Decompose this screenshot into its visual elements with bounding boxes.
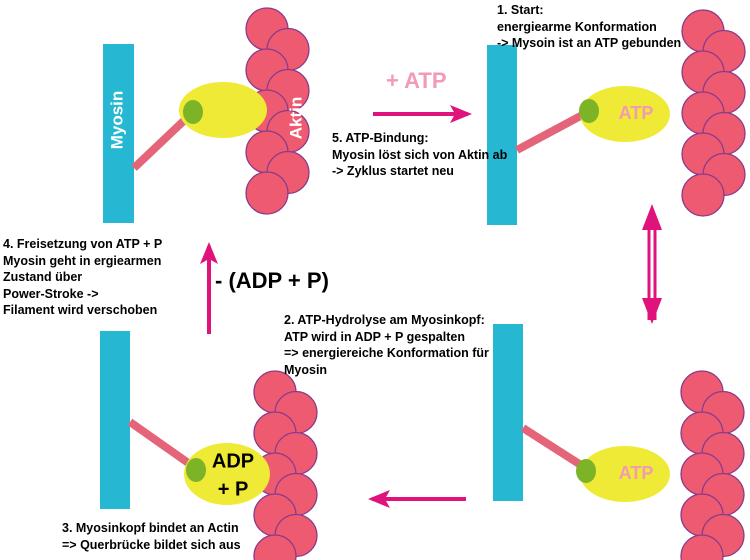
panel4-lever-arm xyxy=(127,418,197,471)
step2-line: => energiereiche Konformation für xyxy=(284,346,489,360)
panel1-myosin-filament xyxy=(103,44,134,223)
actin-filament-panel3 xyxy=(680,370,745,560)
step3-text: 3. Myosinkopf bindet an Actin => Querbrü… xyxy=(62,520,241,553)
step5-text: 5. ATP-Bindung: Myosin löst sich von Akt… xyxy=(332,130,507,180)
panel1-neck-domain xyxy=(183,100,203,124)
step4-line: Filament wird verschoben xyxy=(3,303,158,317)
panel4-neck-domain xyxy=(186,458,206,482)
panel2-myosin-head xyxy=(580,86,670,142)
step4-line: Power-Stroke -> xyxy=(3,286,99,301)
actin-label: Aktin xyxy=(286,97,305,140)
actin-filament-panel2 xyxy=(681,9,746,217)
step1-text: 1. Start: energiearme Konformation -> My… xyxy=(497,2,681,52)
step4-line: Zustand über xyxy=(3,270,83,284)
actin-bead xyxy=(245,171,289,215)
step5-line: -> Zyklus startet neu xyxy=(332,164,454,178)
adp-head-label-line2: + P xyxy=(218,478,249,500)
step4-text: 4. Freisetzung von ATP + P Myosin geht i… xyxy=(3,236,162,319)
step3-line: 3. Myosinkopf bindet an Actin xyxy=(62,521,239,535)
atp-head-label-panel3: ATP xyxy=(619,463,654,483)
myosin-label: Myosin xyxy=(107,91,126,150)
actin-bead xyxy=(253,534,297,560)
equilibrium-arrowhead-down xyxy=(642,298,662,324)
step1-line: energiearme Konformation xyxy=(497,19,657,34)
panel1-myosin-head xyxy=(179,82,267,138)
panel2-myosin-filament xyxy=(487,45,517,225)
actin-bead xyxy=(680,534,724,560)
step4-line: 4. Freisetzung von ATP + P xyxy=(3,237,163,251)
step1-line: 1. Start: xyxy=(497,3,544,17)
panel2-neck-domain xyxy=(579,99,599,123)
equilibrium-arrowhead-up xyxy=(642,204,662,230)
plus-atp-label: + ATP xyxy=(386,68,447,93)
step2-line: ATP wird in ADP + P gespalten xyxy=(284,329,465,344)
panel4-myosin-head xyxy=(184,443,270,505)
panel4-myosin-filament xyxy=(100,331,130,509)
minus-adp-p-label: - (ADP + P) xyxy=(215,268,329,293)
panel3-myosin-head xyxy=(580,446,670,502)
adp-head-label-line1: ADP xyxy=(212,450,254,472)
panel3-myosin-filament xyxy=(493,324,523,501)
step1-line: -> Mysoin ist an ATP gebunden xyxy=(497,36,682,50)
panel3-lever-arm xyxy=(520,424,587,471)
step2-line: 2. ATP-Hydrolyse am Myosinkopf: xyxy=(284,313,485,327)
actin-bead xyxy=(681,173,725,217)
step5-line: Myosin löst sich von Aktin ab xyxy=(332,147,508,162)
step5-line: 5. ATP-Bindung: xyxy=(332,131,429,145)
atp-head-label-panel2: ATP xyxy=(619,103,654,123)
panel2-lever-arm xyxy=(515,108,590,154)
step2-text: 2. ATP-Hydrolyse am Myosinkopf: ATP wird… xyxy=(284,312,489,378)
step4-line: Myosin geht in ergiearmen xyxy=(3,253,162,268)
panel1-lever-arm xyxy=(131,110,195,171)
step2-line: Myosin xyxy=(284,362,328,377)
panel3-neck-domain xyxy=(576,459,596,483)
step3-line: => Querbrücke bildet sich aus xyxy=(62,537,241,552)
